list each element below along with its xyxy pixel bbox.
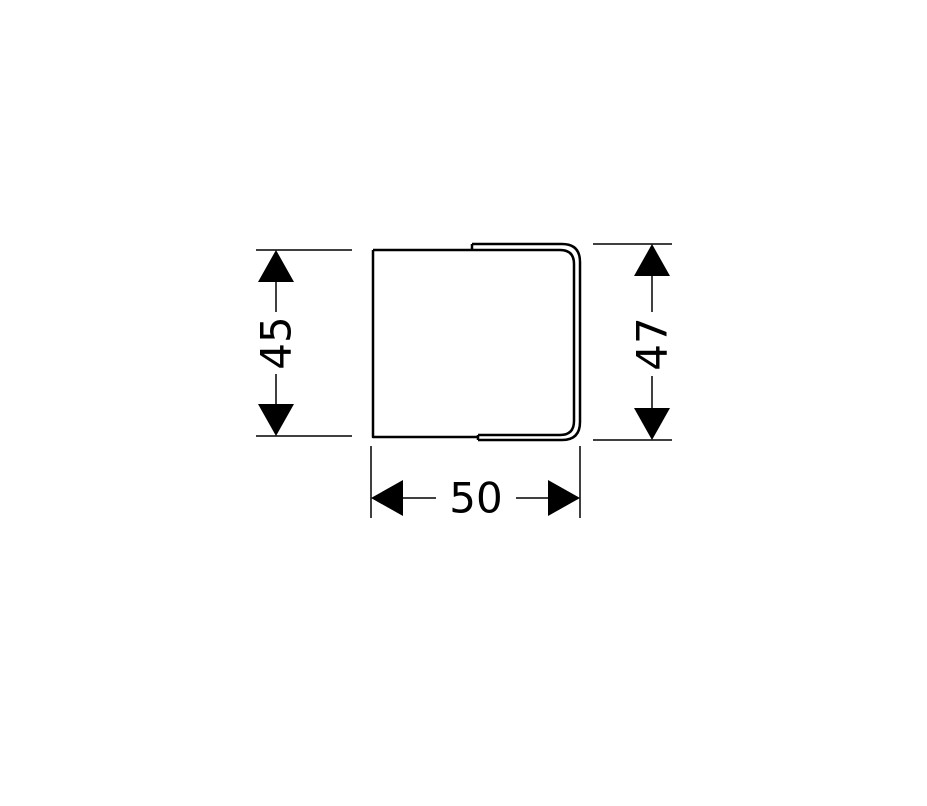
- part-cover-outer: [472, 242, 582, 442]
- dimension-label-right-height: 47: [628, 317, 677, 370]
- dimension-width: [370, 446, 581, 518]
- dimension-left-height: [256, 249, 352, 437]
- dimension-label-width: 50: [449, 474, 502, 523]
- part-body: [371, 250, 478, 439]
- dimension-label-left-height: 45: [252, 316, 301, 369]
- part-cover-inner: [472, 248, 576, 437]
- arrow-down-icon: [634, 408, 670, 440]
- arrow-up-icon: [634, 244, 670, 276]
- arrow-down-icon: [258, 404, 294, 436]
- dimension-right-height: [593, 243, 672, 441]
- arrow-left-icon: [371, 480, 403, 516]
- arrow-up-icon: [258, 250, 294, 282]
- part-outline: [371, 242, 582, 442]
- arrow-right-icon: [548, 480, 580, 516]
